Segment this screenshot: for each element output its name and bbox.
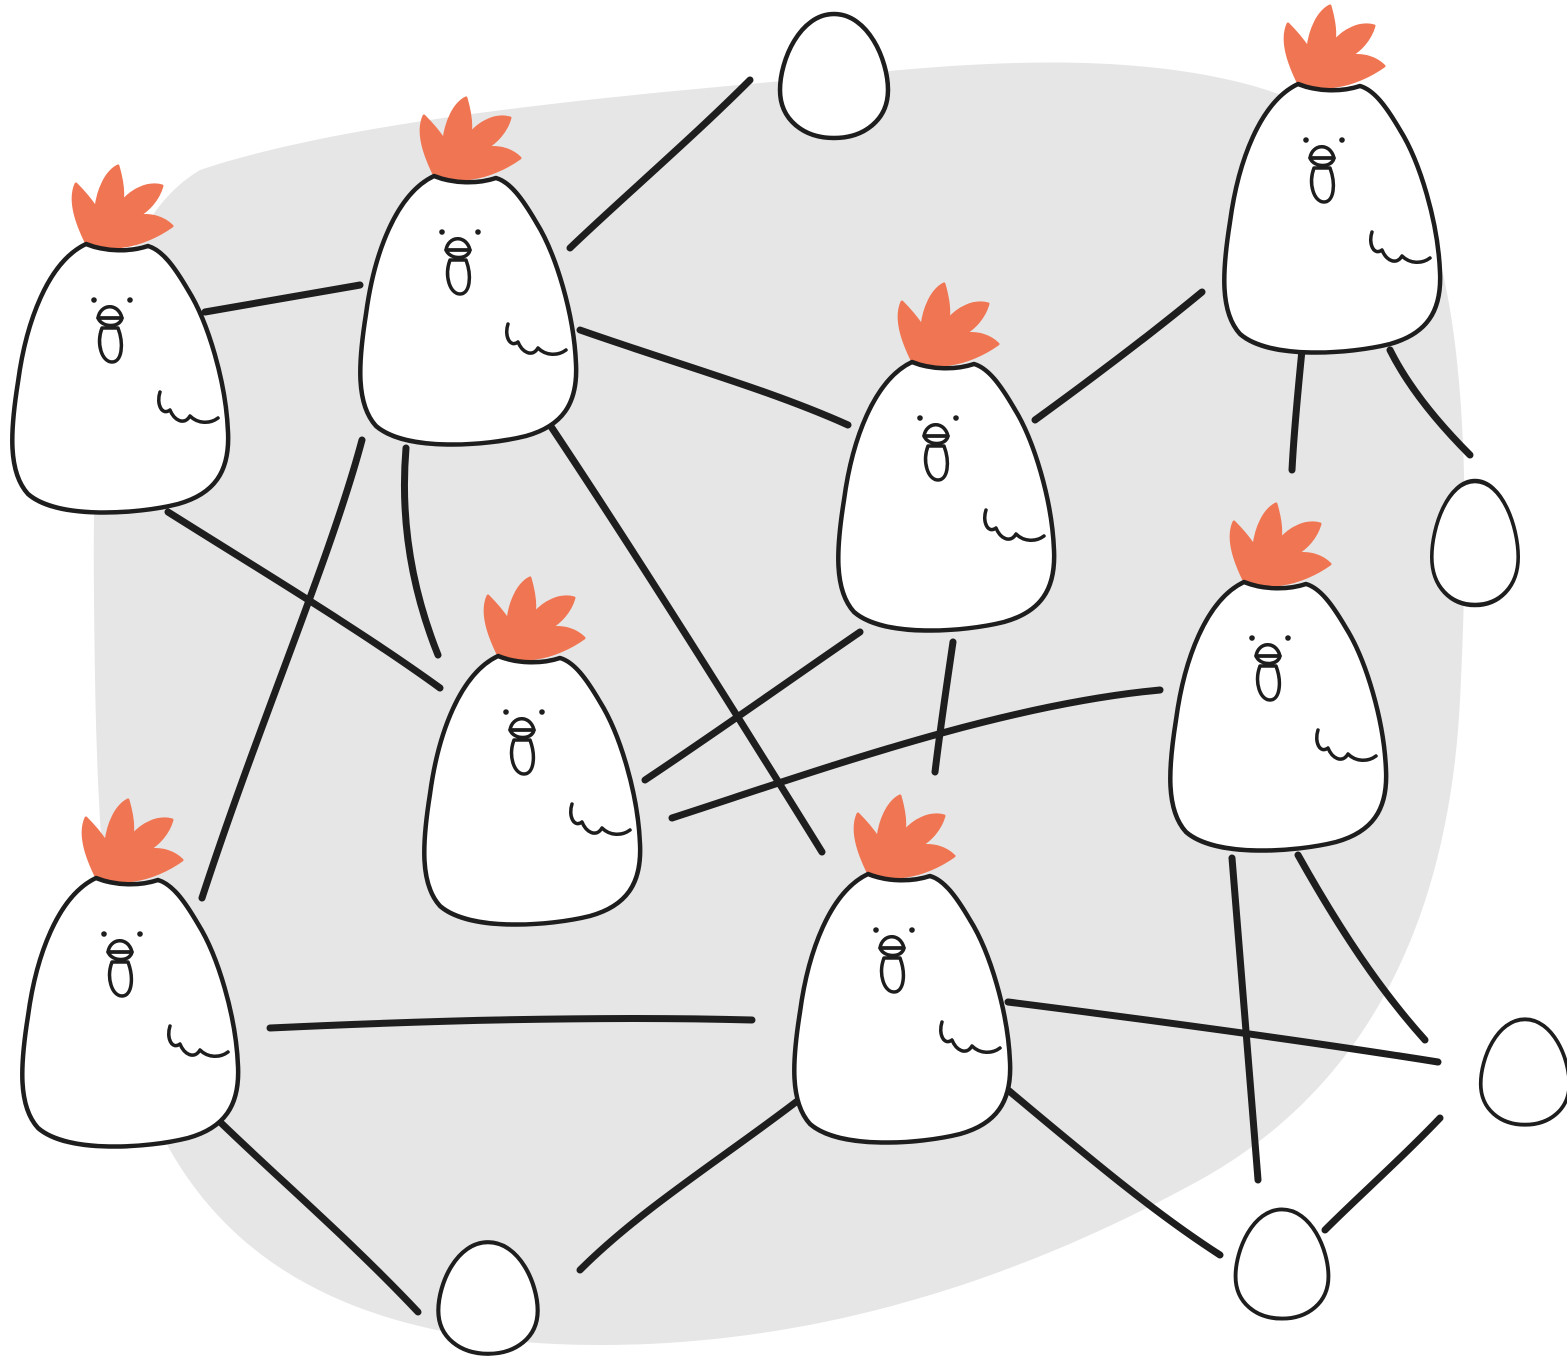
chicken-icon [1224, 6, 1440, 353]
egg-far-right [1478, 1017, 1567, 1127]
egg-top [780, 14, 888, 138]
egg-bottom-right [1233, 1207, 1331, 1321]
connection-lines [164, 76, 1474, 1316]
